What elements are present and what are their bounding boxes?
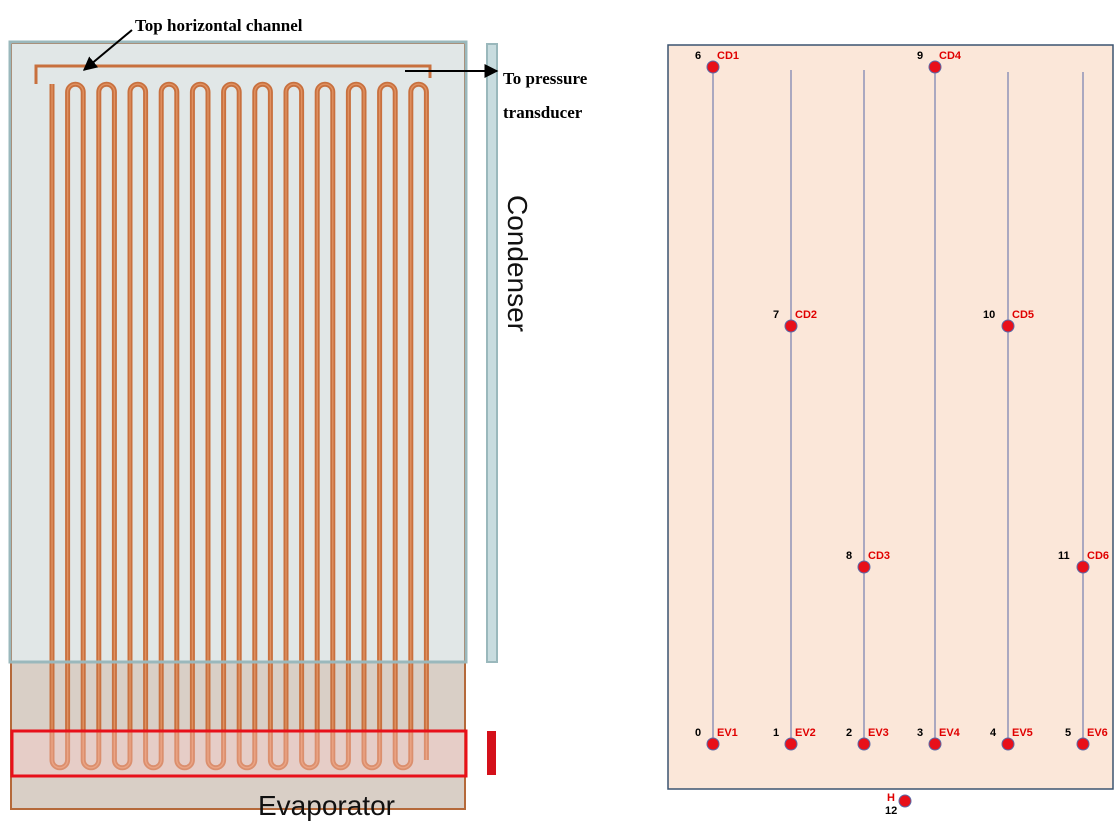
sensor-dot xyxy=(1076,560,1090,574)
sensor-heater: H12 xyxy=(885,792,912,817)
condenser-side-bar xyxy=(486,43,498,663)
sensor-tag: EV3 xyxy=(868,727,889,739)
sensor-tag: EV5 xyxy=(1012,727,1033,739)
annotation-arrow-top xyxy=(82,29,133,71)
sensor-ev6: 5 EV6 xyxy=(1065,727,1108,751)
sensor-number: 10 xyxy=(983,309,995,321)
sensor-dot xyxy=(784,319,798,333)
sensor-tag: CD4 xyxy=(939,50,962,62)
sensor-ev2: 1 EV2 xyxy=(773,727,816,751)
evaporator-side-bar xyxy=(487,731,496,775)
sensor-tag: CD5 xyxy=(1012,309,1034,321)
sensor-dot xyxy=(706,60,720,74)
sensor-tag: EV6 xyxy=(1087,727,1108,739)
sensor-ev1: 0 EV1 xyxy=(695,727,738,751)
sensor-dot xyxy=(1001,737,1015,751)
sensor-tag: EV4 xyxy=(939,727,961,739)
sensor-cd6: 11 CD6 xyxy=(1058,550,1109,574)
sensor-tag: CD6 xyxy=(1087,550,1109,562)
sensor-dot xyxy=(857,737,871,751)
sensor-tag: EV1 xyxy=(717,727,738,739)
sensor-number: 8 xyxy=(846,550,852,562)
annotation-pressure-line1: To pressure xyxy=(503,69,588,88)
sensor-ev4: 3 EV4 xyxy=(917,727,961,751)
sensor-lines xyxy=(712,67,1084,744)
serpentine-channel xyxy=(49,81,429,771)
sensor-ev5: 4 EV5 xyxy=(990,727,1033,751)
sensor-cd4: 9 CD4 xyxy=(917,50,962,74)
sensor-dot xyxy=(1001,319,1015,333)
sensor-dot xyxy=(928,737,942,751)
sensor-points: 6 CD1 7 CD2 8 CD3 9 CD4 10 CD5 11 CD6 0 EV1 1 EV2 2 EV3 3 E… xyxy=(695,50,1109,817)
diagram-background xyxy=(667,44,1114,790)
sensor-number: 4 xyxy=(990,727,997,739)
sensor-cd3: 8 CD3 xyxy=(846,550,890,574)
sensor-diagram: 6 CD1 7 CD2 8 CD3 9 CD4 10 CD5 11 CD6 0 EV1 1 EV2 2 EV3 3 E… xyxy=(667,44,1114,817)
sensor-cd1: 6 CD1 xyxy=(695,50,739,74)
sensor-number: 1 xyxy=(773,727,779,739)
sensor-dot xyxy=(1076,737,1090,751)
sensor-dot xyxy=(706,737,720,751)
heater-tag: H xyxy=(887,792,895,804)
sensor-ev3: 2 EV3 xyxy=(846,727,889,751)
sensor-tag: EV2 xyxy=(795,727,816,739)
sensor-tag: CD3 xyxy=(868,550,890,562)
sensor-tag: CD2 xyxy=(795,309,817,321)
sensor-number: 3 xyxy=(917,727,923,739)
sensor-number: 7 xyxy=(773,309,779,321)
sensor-number: 2 xyxy=(846,727,852,739)
heater-number: 12 xyxy=(885,805,897,817)
sensor-dot xyxy=(784,737,798,751)
sensor-number: 6 xyxy=(695,50,701,62)
condenser-label: Condenser xyxy=(502,195,533,332)
sensor-dot xyxy=(857,560,871,574)
sensor-dot xyxy=(898,794,912,808)
sensor-number: 0 xyxy=(695,727,701,739)
evaporator-box xyxy=(10,729,468,778)
sensor-cd2: 7 CD2 xyxy=(773,309,817,333)
photo-panel: Top horizontal channel To pressure trans… xyxy=(8,16,588,821)
sensor-number: 11 xyxy=(1058,550,1070,562)
condenser-frame xyxy=(8,40,468,664)
sensor-tag: CD1 xyxy=(717,50,739,62)
annotation-top-horizontal-channel: Top horizontal channel xyxy=(135,16,303,35)
sensor-number: 9 xyxy=(917,50,923,62)
sensor-cd5: 10 CD5 xyxy=(983,309,1034,333)
sensor-dot xyxy=(928,60,942,74)
serpentine-highlight xyxy=(51,83,428,769)
sensor-number: 5 xyxy=(1065,727,1071,739)
evaporator-label: Evaporator xyxy=(258,790,395,821)
annotation-pressure-line2: transducer xyxy=(503,103,583,122)
